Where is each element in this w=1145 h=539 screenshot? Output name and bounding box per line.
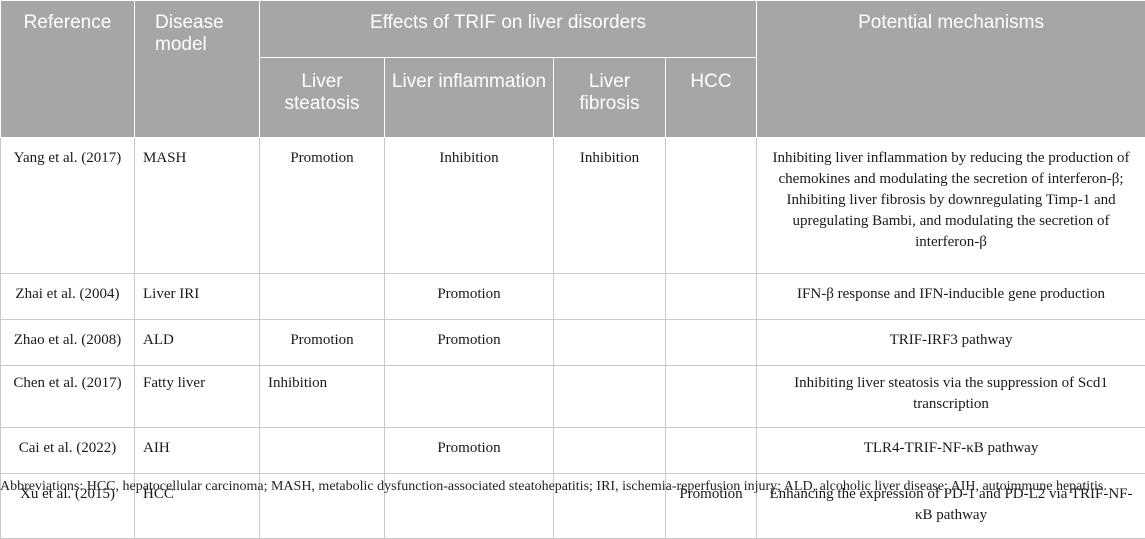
cell-reference: Zhao et al. (2008) — [1, 320, 135, 366]
cell-disease-model: Fatty liver — [135, 366, 260, 428]
cell-fibrosis — [554, 274, 666, 320]
cell-mechanism: Inhibiting liver inflammation by reducin… — [757, 138, 1145, 274]
cell-reference: Chen et al. (2017) — [1, 366, 135, 428]
cell-hcc — [666, 138, 757, 274]
header-liver-inflammation: Liver inflammation — [385, 58, 554, 138]
cell-hcc — [666, 274, 757, 320]
cell-inflammation: Promotion — [385, 274, 554, 320]
cell-fibrosis — [554, 366, 666, 428]
cell-fibrosis: Inhibition — [554, 138, 666, 274]
cell-fibrosis — [554, 428, 666, 474]
cell-disease-model: MASH — [135, 138, 260, 274]
cell-fibrosis — [554, 320, 666, 366]
header-reference: Reference — [1, 1, 135, 138]
table-row: Chen et al. (2017) Fatty liver Inhibitio… — [1, 366, 1145, 428]
table-row: Zhai et al. (2004) Liver IRI Promotion I… — [1, 274, 1145, 320]
header-mechanisms: Potential mechanisms — [757, 1, 1145, 138]
cell-hcc — [666, 320, 757, 366]
cell-inflammation: Promotion — [385, 428, 554, 474]
cell-disease-model: AIH — [135, 428, 260, 474]
cell-mechanism: IFN-β response and IFN-inducible gene pr… — [757, 274, 1145, 320]
header-disease-model: Disease model — [135, 1, 260, 138]
cell-mechanism: Inhibiting liver steatosis via the suppr… — [757, 366, 1145, 428]
cell-steatosis — [260, 274, 385, 320]
cell-steatosis — [260, 428, 385, 474]
cell-mechanism: TRIF-IRF3 pathway — [757, 320, 1145, 366]
cell-reference: Zhai et al. (2004) — [1, 274, 135, 320]
cell-disease-model: Liver IRI — [135, 274, 260, 320]
header-effects: Effects of TRIF on liver disorders — [260, 1, 757, 58]
cell-steatosis: Promotion — [260, 320, 385, 366]
cell-mechanism: TLR4-TRIF-NF-κB pathway — [757, 428, 1145, 474]
cell-reference: Yang et al. (2017) — [1, 138, 135, 274]
cell-reference: Cai et al. (2022) — [1, 428, 135, 474]
table-footnote: Abbreviations: HCC, hepatocellular carci… — [0, 477, 1140, 497]
cell-steatosis: Inhibition — [260, 366, 385, 428]
cell-hcc — [666, 428, 757, 474]
header-liver-fibrosis: Liver fibrosis — [554, 58, 666, 138]
table-row: Cai et al. (2022) AIH Promotion TLR4-TRI… — [1, 428, 1145, 474]
header-liver-steatosis: Liver steatosis — [260, 58, 385, 138]
cell-inflammation — [385, 366, 554, 428]
cell-inflammation: Promotion — [385, 320, 554, 366]
cell-hcc — [666, 366, 757, 428]
cell-inflammation: Inhibition — [385, 138, 554, 274]
table-row: Yang et al. (2017) MASH Promotion Inhibi… — [1, 138, 1145, 274]
cell-disease-model: ALD — [135, 320, 260, 366]
table-row: Zhao et al. (2008) ALD Promotion Promoti… — [1, 320, 1145, 366]
header-hcc: HCC — [666, 58, 757, 138]
cell-steatosis: Promotion — [260, 138, 385, 274]
